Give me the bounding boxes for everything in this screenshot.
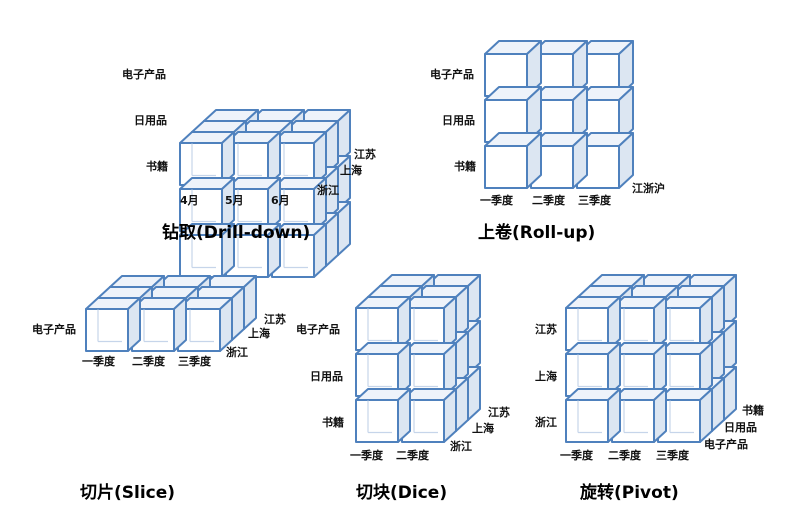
dice-col-label: 二季度: [396, 449, 429, 462]
slice-col-label: 一季度: [82, 355, 115, 368]
pivot-row-label: 浙江: [535, 416, 557, 429]
pivot-col-label: 三季度: [656, 449, 689, 462]
pivot-depth-label: 书籍: [742, 404, 764, 417]
slice-depth-label: 上海: [248, 327, 270, 340]
dice-cube-front: [355, 399, 399, 443]
slice-depth-label: 江苏: [264, 313, 286, 326]
pivot-cube-front: [565, 399, 609, 443]
rollup-depth-label: 江浙沪: [632, 182, 665, 195]
pivot-col-label: 一季度: [560, 449, 593, 462]
slice-cube-front: [85, 308, 129, 352]
dice-col-label: 一季度: [350, 449, 383, 462]
rollup-cube-front: [484, 145, 528, 189]
dice-row-label: 日用品: [310, 370, 343, 383]
drilldown-depth-label: 浙江: [317, 184, 339, 197]
dice-row-label: 书籍: [322, 416, 344, 429]
pivot-depth-label: 电子产品: [704, 438, 748, 451]
dice-depth-label: 浙江: [450, 440, 472, 453]
drilldown-row-label: 书籍: [146, 160, 168, 173]
drilldown-title: 钻取(Drill-down): [162, 223, 311, 243]
rollup-col-label: 一季度: [480, 194, 513, 207]
drilldown-col-label: 5月: [225, 194, 244, 207]
slice-depth-label: 浙江: [226, 346, 248, 359]
dice-row-label: 电子产品: [296, 323, 340, 336]
rollup-col-label: 三季度: [578, 194, 611, 207]
pivot-col-label: 二季度: [608, 449, 641, 462]
pivot-depth-label: 日用品: [724, 421, 757, 434]
slice-title: 切片(Slice): [80, 483, 176, 503]
drilldown-depth-label: 上海: [340, 164, 362, 177]
pivot-title: 旋转(Pivot): [580, 483, 679, 503]
drilldown-col-label: 6月: [271, 194, 290, 207]
slice-col-label: 三季度: [178, 355, 211, 368]
dice-depth-label: 江苏: [488, 406, 510, 419]
rollup-row-label: 书籍: [454, 160, 476, 173]
rollup-title: 上卷(Roll-up): [478, 223, 596, 243]
dice-depth-label: 上海: [472, 422, 494, 435]
slice-row-label: 电子产品: [32, 323, 76, 336]
pivot-row-label: 上海: [535, 370, 557, 383]
dice-title: 切块(Dice): [356, 483, 448, 503]
rollup-row-label: 日用品: [442, 114, 475, 127]
pivot-row-label: 江苏: [535, 323, 557, 336]
drilldown-row-label: 电子产品: [122, 68, 166, 81]
rollup-row-label: 电子产品: [430, 68, 474, 81]
drilldown-row-label: 日用品: [134, 114, 167, 127]
drilldown-col-label: 4月: [180, 194, 199, 207]
rollup-col-label: 二季度: [532, 194, 565, 207]
slice-col-label: 二季度: [132, 355, 165, 368]
drilldown-depth-label: 江苏: [354, 148, 376, 161]
